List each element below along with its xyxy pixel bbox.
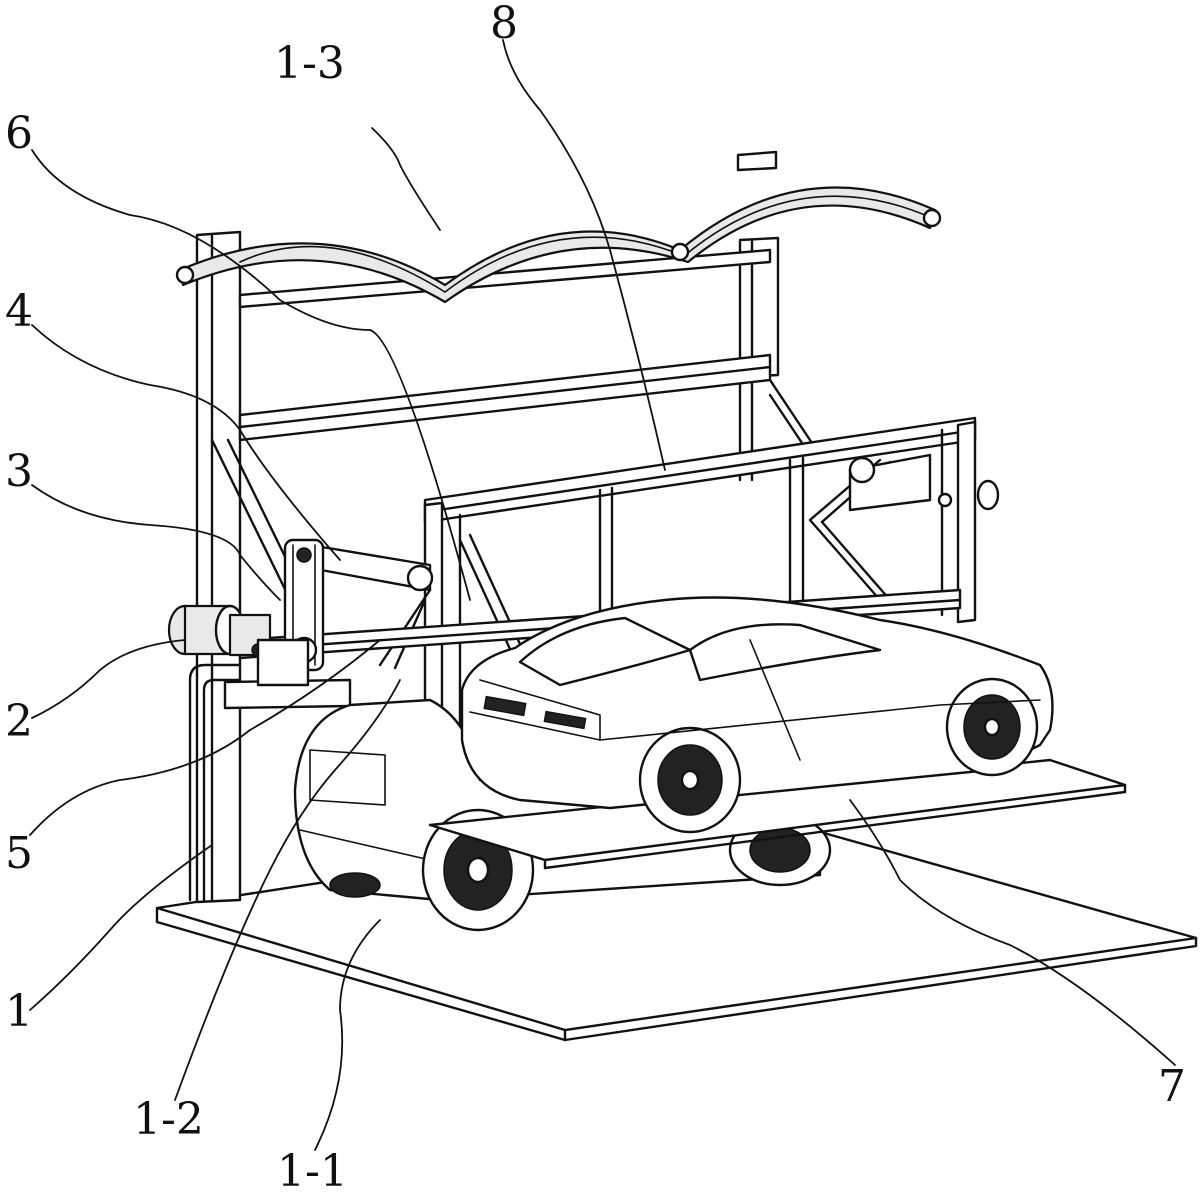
leader-1 — [29, 844, 213, 1011]
leader-7 — [849, 799, 1176, 1066]
label-2: 2 — [5, 696, 33, 747]
label-3: 3 — [5, 446, 33, 497]
label-1: 1 — [5, 986, 33, 1037]
leader-1-2 — [174, 679, 401, 1101]
rear-frame-column — [188, 230, 822, 904]
label-8: 8 — [490, 0, 518, 49]
label-5: 5 — [5, 828, 33, 879]
leader-3 — [31, 484, 281, 601]
label-1-1: 1-1 — [277, 1146, 348, 1197]
label-7: 7 — [1158, 1061, 1186, 1112]
label-1-3: 1-3 — [274, 38, 345, 89]
leader-8 — [502, 39, 666, 471]
label-6: 6 — [5, 108, 33, 159]
leader-2 — [31, 639, 186, 719]
upper-car — [460, 596, 1054, 834]
leader-1-1 — [314, 919, 381, 1151]
leader-6 — [31, 149, 471, 601]
drive-mechanism — [167, 538, 325, 687]
canopy — [175, 150, 942, 304]
leader-1-3 — [371, 127, 441, 231]
leader-4 — [31, 324, 341, 561]
leader-5 — [29, 639, 381, 836]
label-1-2: 1-2 — [133, 1094, 204, 1145]
label-4: 4 — [5, 286, 33, 337]
leader-lines — [29, 39, 1176, 1151]
